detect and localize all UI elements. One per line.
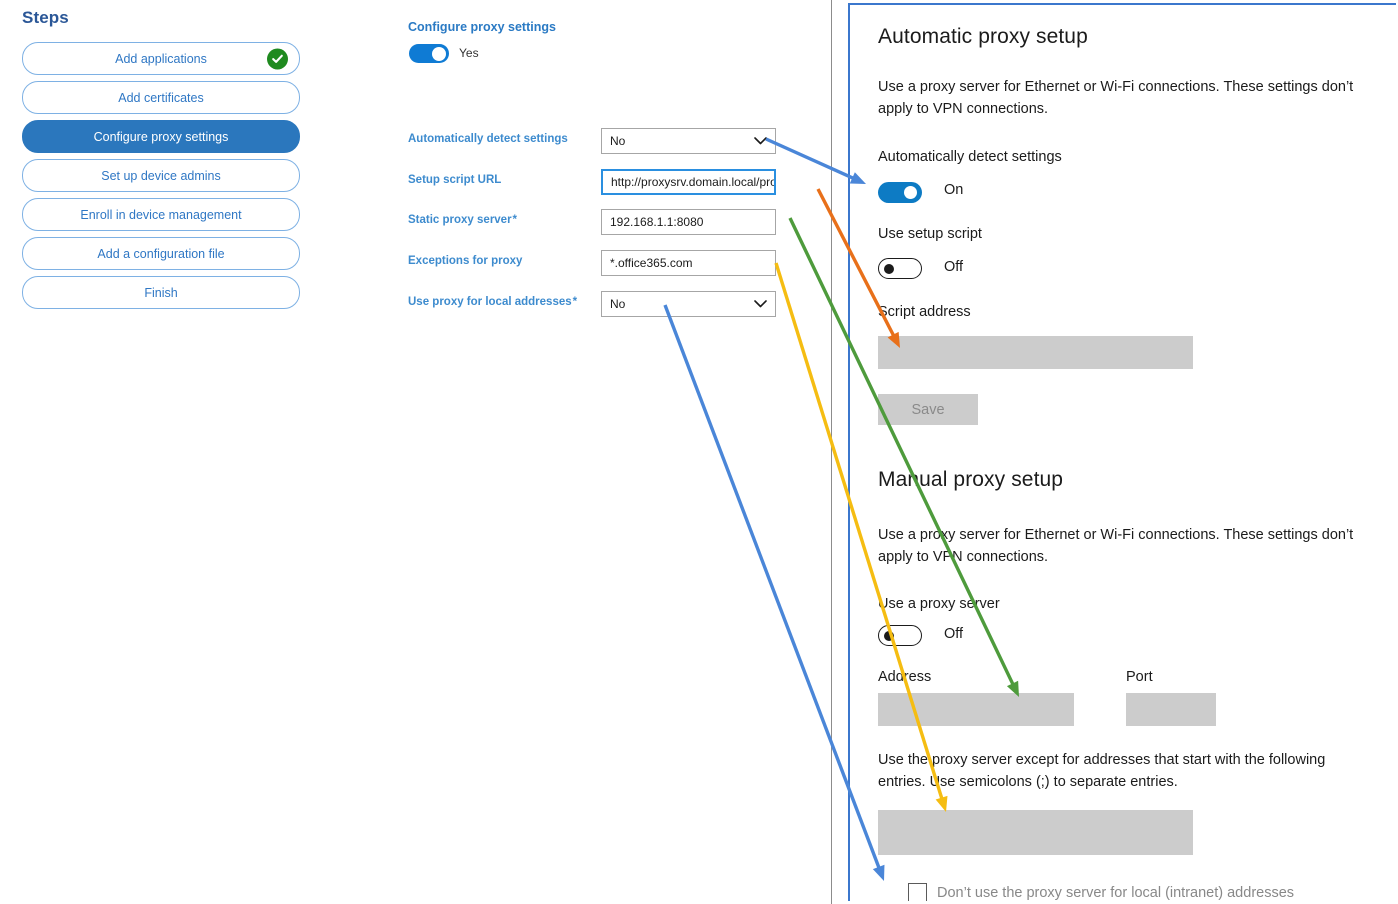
step-label: Add a configuration file [97, 246, 225, 261]
use-setup-script-state: Off [944, 259, 964, 275]
sidebar-item-enroll-in-device-management[interactable]: Enroll in device management [22, 198, 300, 231]
steps-list: Add applications Add certificates Config… [22, 42, 300, 315]
proxy-form-panel: Configure proxy settings Yes Automatical… [340, 0, 831, 904]
setup-script-url-input[interactable]: http://proxysrv.domain.local/proxy.pa [601, 169, 776, 195]
field-row-exceptions-for-proxy: Exceptions for proxy *.office365.com [340, 250, 831, 276]
configure-proxy-settings-toggle-label: Yes [459, 46, 479, 60]
address-input[interactable] [878, 693, 1074, 726]
exceptions-input[interactable] [878, 810, 1193, 855]
toggle-knob [904, 186, 917, 199]
field-row-automatically-detect-settings: Automatically detect settings No [340, 128, 831, 154]
input-value: 192.168.1.1:8080 [610, 215, 704, 229]
panel-divider [831, 0, 832, 904]
automatically-detect-settings-select[interactable]: No [601, 128, 776, 154]
step-label: Set up device admins [101, 168, 221, 183]
script-address-input[interactable] [878, 336, 1193, 369]
steps-panel: Steps Add applications Add certificates … [0, 0, 340, 904]
step-label: Add certificates [118, 90, 204, 105]
manual-proxy-setup-heading: Manual proxy setup [878, 468, 1064, 491]
field-row-setup-script-url: Setup script URL http://proxysrv.domain.… [340, 169, 831, 195]
port-label: Port [1126, 669, 1153, 685]
exceptions-description: Use the proxy server except for addresse… [878, 752, 1326, 790]
port-input[interactable] [1126, 693, 1216, 726]
automatically-detect-settings-state: On [944, 182, 964, 198]
field-label-text: Static proxy server [408, 214, 512, 226]
automatic-proxy-setup-heading: Automatic proxy setup [878, 25, 1088, 48]
chevron-down-icon [754, 137, 767, 146]
windows-proxy-settings-panel: Automatic proxy setup Use a proxy server… [848, 3, 1396, 901]
manual-proxy-setup-description: Use a proxy server for Ethernet or Wi-Fi… [878, 527, 1354, 565]
field-label: Static proxy server * [408, 214, 517, 226]
form-section-title: Configure proxy settings [408, 20, 556, 34]
sidebar-item-add-a-configuration-file[interactable]: Add a configuration file [22, 237, 300, 270]
steps-title: Steps [22, 8, 69, 27]
toggle-knob [884, 630, 894, 641]
select-value: No [610, 297, 626, 311]
sidebar-item-configure-proxy-settings[interactable]: Configure proxy settings [22, 120, 300, 153]
field-label: Setup script URL [408, 174, 502, 186]
input-value: http://proxysrv.domain.local/proxy.pa [611, 175, 776, 189]
script-address-label: Script address [878, 304, 971, 320]
select-value: No [610, 134, 626, 148]
check-circle-icon [267, 48, 288, 69]
use-setup-script-toggle[interactable] [878, 258, 922, 279]
use-a-proxy-server-toggle[interactable] [878, 625, 922, 646]
automatic-proxy-setup-description: Use a proxy server for Ethernet or Wi-Fi… [878, 79, 1354, 117]
address-label: Address [878, 669, 932, 685]
sidebar-item-finish[interactable]: Finish [22, 276, 300, 309]
field-label: Automatically detect settings [408, 133, 568, 145]
field-row-static-proxy-server: Static proxy server * 192.168.1.1:8080 [340, 209, 831, 235]
local-intranet-bypass-checkbox[interactable] [908, 883, 927, 901]
step-label: Enroll in device management [80, 207, 242, 222]
automatically-detect-settings-label: Automatically detect settings [878, 149, 1062, 165]
save-button[interactable]: Save [878, 394, 978, 425]
required-asterisk: * [511, 214, 517, 226]
use-setup-script-label: Use setup script [878, 226, 982, 242]
field-label: Use proxy for local addresses * [408, 296, 577, 308]
required-asterisk: * [571, 296, 578, 308]
toggle-knob [884, 263, 894, 274]
toggle-knob [432, 46, 446, 61]
field-label-text: Use proxy for local addresses [408, 296, 572, 308]
input-value: *.office365.com [610, 256, 693, 270]
step-label: Configure proxy settings [93, 129, 229, 144]
automatically-detect-settings-toggle[interactable] [878, 182, 922, 203]
use-proxy-for-local-addresses-select[interactable]: No [601, 291, 776, 317]
local-intranet-bypass-label: Don’t use the proxy server for local (in… [937, 885, 1295, 901]
configure-proxy-settings-toggle[interactable] [409, 44, 449, 63]
step-label: Add applications [115, 51, 207, 66]
field-row-use-proxy-for-local-addresses: Use proxy for local addresses * No [340, 291, 831, 317]
sidebar-item-add-applications[interactable]: Add applications [22, 42, 300, 75]
static-proxy-server-input[interactable]: 192.168.1.1:8080 [601, 209, 776, 235]
sidebar-item-add-certificates[interactable]: Add certificates [22, 81, 300, 114]
chevron-down-icon [754, 300, 767, 309]
use-a-proxy-server-label: Use a proxy server [878, 596, 1000, 612]
exceptions-for-proxy-input[interactable]: *.office365.com [601, 250, 776, 276]
field-label: Exceptions for proxy [408, 255, 523, 267]
sidebar-item-set-up-device-admins[interactable]: Set up device admins [22, 159, 300, 192]
use-a-proxy-server-state: Off [944, 626, 964, 642]
step-label: Finish [144, 285, 178, 300]
